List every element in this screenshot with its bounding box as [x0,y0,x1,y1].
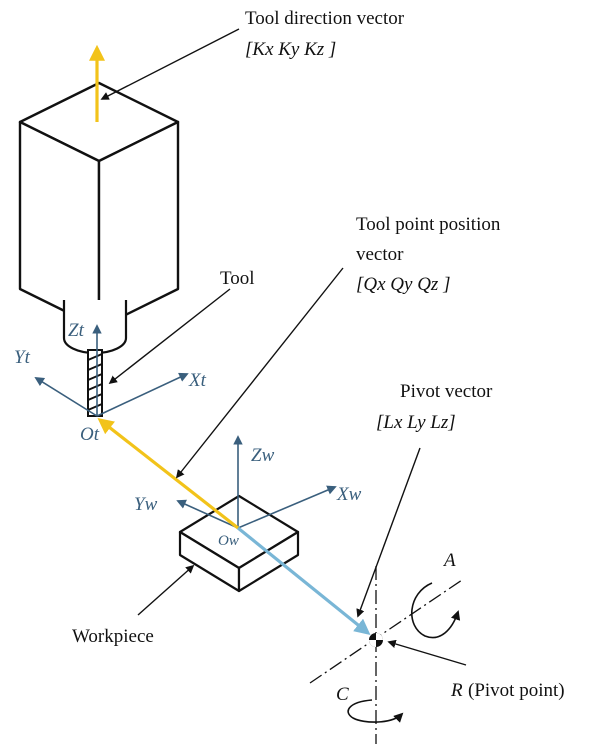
workpiece-label: Workpiece [72,626,154,647]
tool-x-axis-label: Xt [188,370,207,391]
pivot-vector-leader [356,447,421,618]
tool-point-vector-title-line1: Tool point position [356,214,501,235]
work-x-axis-label: Xw [336,484,362,505]
tool-direction-leader [100,28,240,100]
work-z-axis-label: Zw [251,445,275,466]
a-axis-centerline [309,579,463,684]
tool-shank [87,349,103,417]
tool-direction-vector-title: Tool direction vector [245,8,405,29]
tool-leader [108,288,231,385]
tool-direction-vector-components: [Kx Ky Kz ] [245,39,336,60]
pivot-vector-title: Pivot vector [400,381,493,402]
tool-label: Tool [220,268,255,289]
tool-point-vector-title-line2: vector [356,244,404,265]
leader-lines [100,28,467,666]
workpiece-leader [137,564,195,616]
pivot-point-leader [387,639,467,666]
work-coordinate-axes [176,435,337,529]
a-rotation-label: A [442,550,456,571]
tool-origin-label: Ot [80,424,100,445]
pivot-point-symbol: R [450,680,463,701]
c-rotation-label: C [336,684,349,705]
tool-point-position-vector-arrow [97,418,239,530]
a-rotation-arrow [411,582,461,639]
pivot-vector-arrow [236,526,371,636]
tool-coordinate-axes [34,324,189,417]
work-y-axis-label: Yw [134,494,158,515]
pivot-point-marker [369,633,383,647]
tool-z-axis-label: Zt [68,320,85,341]
workpiece-right-face [237,530,300,593]
work-origin-label: Ow [218,533,239,549]
tool-y-axis-label: Yt [14,347,31,368]
workpiece-block [178,494,300,593]
pivot-point-label: (Pivot point) [468,680,565,701]
pivot-vector-components: [Lx Ly Lz] [376,412,456,433]
spindle-body [18,81,180,330]
work-x-axis [237,485,337,529]
spindle-right-face [97,120,180,330]
rotary-axes-centerlines [309,566,463,744]
work-y-axis [176,499,239,529]
tool-x-axis [96,372,189,417]
c-rotation-arrow [347,699,404,723]
tool-point-leader [175,267,344,479]
tool-y-axis [34,376,98,417]
tool-point-vector-components: [Qx Qy Qz ] [356,274,450,295]
